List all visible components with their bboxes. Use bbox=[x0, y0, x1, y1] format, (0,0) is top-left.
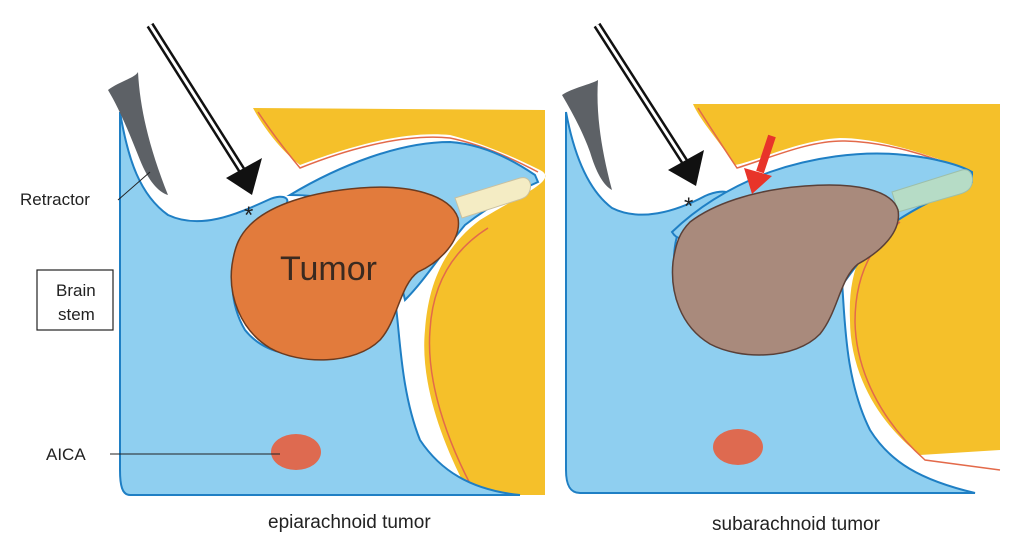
panel-subarachnoid: * bbox=[562, 22, 1001, 494]
membrane-right bbox=[697, 107, 963, 171]
approach-arrowhead-right bbox=[668, 150, 704, 186]
tumor-label: Tumor bbox=[280, 250, 377, 288]
nerve-left bbox=[454, 177, 531, 219]
retractor-leader bbox=[117, 171, 151, 201]
caption-epiarachnoid: epiarachnoid tumor bbox=[268, 512, 431, 533]
brain-stem-label-2: stem bbox=[58, 305, 95, 324]
aica-left bbox=[271, 434, 321, 470]
brain-stem-box bbox=[36, 269, 114, 331]
retractor-label: Retractor bbox=[20, 190, 90, 209]
bone-right bbox=[693, 104, 1000, 455]
asterisk-right: * bbox=[684, 193, 693, 220]
panel-epiarachnoid: * Tumor bbox=[108, 22, 546, 496]
brain-stem-label-1: Brain bbox=[56, 281, 96, 300]
brain-left bbox=[119, 111, 521, 496]
nerve-right bbox=[891, 169, 973, 213]
aica-right bbox=[713, 429, 763, 465]
tumor-right bbox=[671, 184, 900, 356]
red-arrow bbox=[744, 134, 776, 194]
aica-label: AICA bbox=[46, 445, 86, 464]
approach-arrowhead-left bbox=[226, 158, 262, 195]
retractor-right bbox=[562, 80, 612, 190]
bone-left bbox=[253, 108, 546, 495]
asterisk-left: * bbox=[244, 202, 253, 229]
tumor-left bbox=[230, 186, 460, 361]
caption-subarachnoid: subarachnoid tumor bbox=[712, 514, 881, 535]
membrane-left-lower bbox=[428, 227, 489, 496]
retractor-left bbox=[108, 72, 168, 195]
